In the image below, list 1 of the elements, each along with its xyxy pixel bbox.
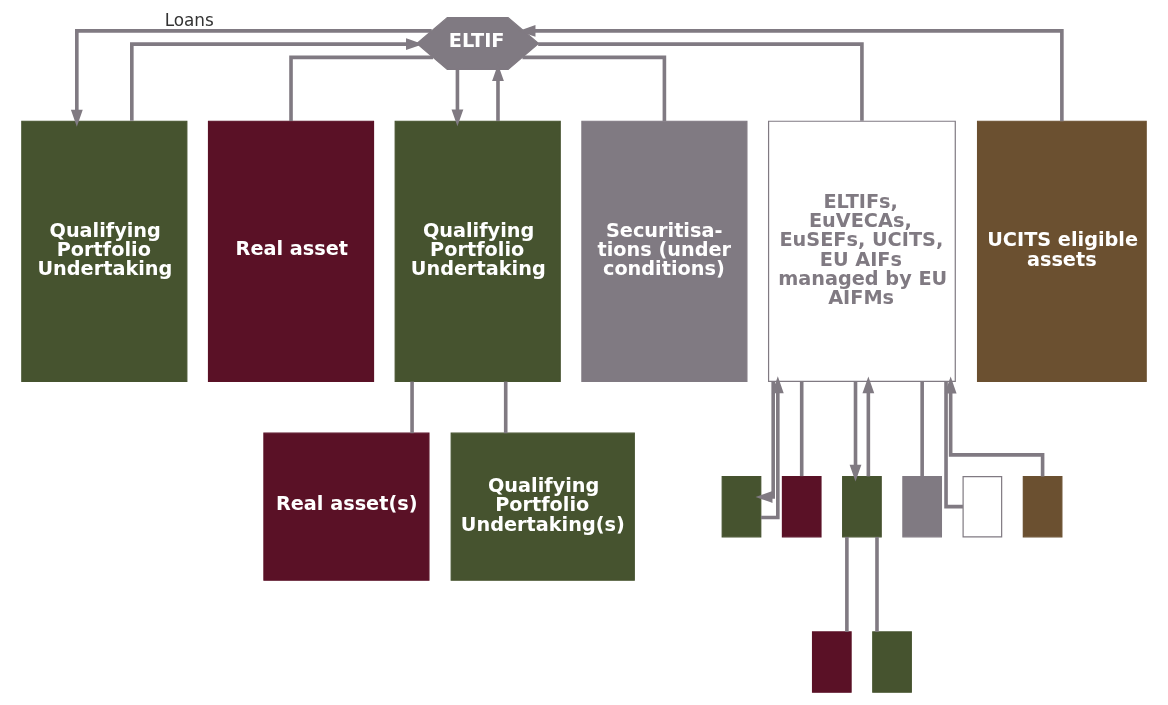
edge-label: Loans bbox=[164, 10, 214, 31]
